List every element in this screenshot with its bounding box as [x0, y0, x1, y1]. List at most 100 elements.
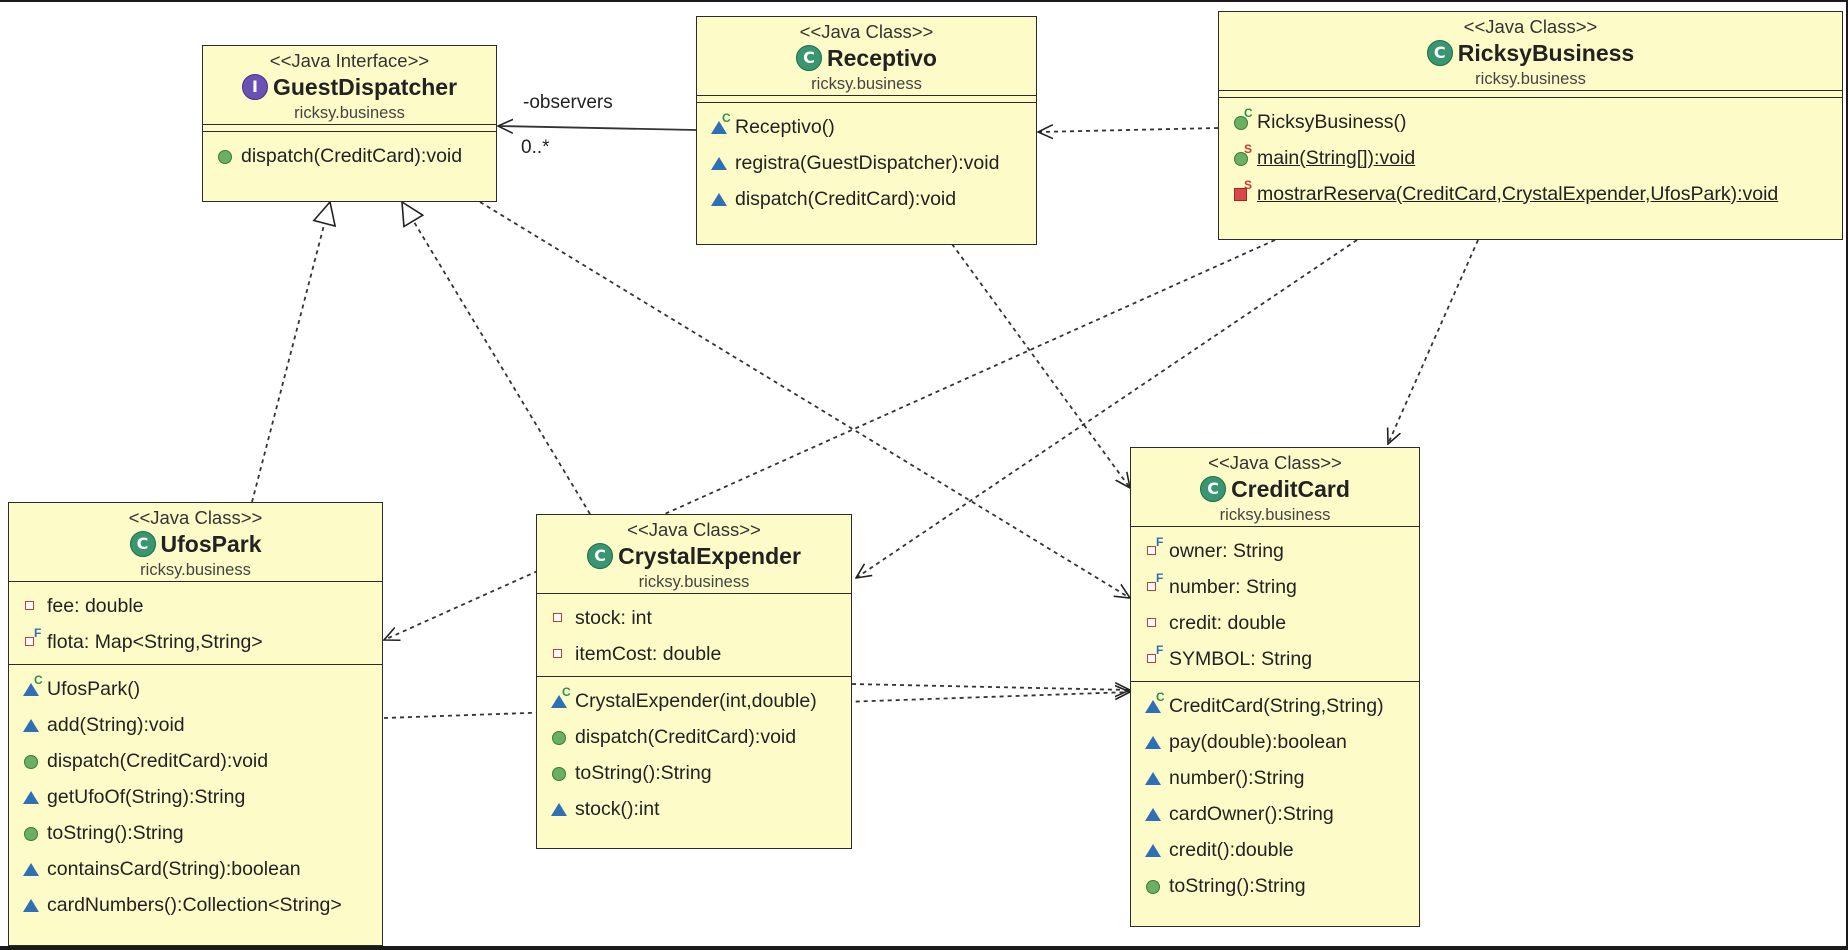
method-row[interactable]: stock():int	[537, 791, 851, 827]
method-row[interactable]: registra(GuestDispatcher):void	[697, 145, 1036, 181]
package-method-icon	[21, 896, 41, 914]
private-field-icon	[549, 609, 569, 627]
class-name: GuestDispatcher	[272, 74, 458, 100]
association-multiplicity-label: 0..*	[521, 137, 550, 158]
public-method-icon	[549, 728, 569, 746]
package-label: ricksy.business	[811, 75, 922, 93]
package-label: ricksy.business	[638, 573, 750, 591]
association-edge-receptivo-guestdispatcher	[498, 126, 697, 130]
class-name: UfosPark	[160, 531, 262, 557]
frame-top-border	[0, 0, 1848, 2]
method-row[interactable]: number():String	[1131, 760, 1419, 796]
class-name: Receptivo	[827, 45, 937, 71]
class-icon: C	[587, 543, 614, 569]
field-row[interactable]: itemCost: double	[537, 636, 851, 672]
interface-icon: I	[241, 74, 268, 100]
package-method-icon	[21, 788, 41, 806]
field-row[interactable]: stock: int	[537, 600, 851, 636]
package-method-icon	[709, 154, 729, 172]
class-icon: C	[796, 45, 823, 71]
final-field-icon: F	[1143, 536, 1163, 560]
method-row[interactable]: toString():String	[537, 755, 851, 791]
method-row[interactable]: dispatch(CreditCard):void	[203, 138, 496, 174]
frame-bottom-border	[0, 946, 1848, 950]
package-label: ricksy.business	[294, 104, 405, 122]
public-method-icon	[21, 752, 41, 770]
constructor-icon: C	[1231, 107, 1253, 131]
method-row[interactable]: cardOwner():String	[1131, 796, 1419, 832]
final-field-icon: F	[1143, 644, 1163, 668]
package-method-icon	[549, 800, 569, 818]
fields-section	[697, 95, 1036, 102]
method-row[interactable]: getUfoOf(String):String	[9, 779, 382, 815]
dependency-edge-guestdispatcher-creditcard	[479, 201, 1130, 598]
package-method-icon	[1143, 841, 1163, 859]
field-row[interactable]: fee: double	[9, 588, 382, 624]
fields-section	[203, 124, 496, 131]
method-row[interactable]: add(String):void	[9, 707, 382, 743]
stereotype-label: <<Java Class>>	[128, 507, 263, 528]
method-row[interactable]: containsCard(String):boolean	[9, 851, 382, 887]
constructor-icon: C	[21, 674, 43, 698]
method-row[interactable]: dispatch(CreditCard):void	[9, 743, 382, 779]
stereotype-label: <<Java Class>>	[1208, 452, 1342, 473]
public-method-icon	[215, 147, 235, 165]
public-method-icon	[549, 764, 569, 782]
class-icon: C	[1426, 40, 1453, 66]
constructor-icon: C	[549, 686, 571, 710]
fields-section: stock: int itemCost: double	[537, 593, 851, 676]
method-row[interactable]: toString():String	[9, 815, 382, 851]
fields-section	[1219, 90, 1842, 97]
class-name: CreditCard	[1231, 476, 1350, 502]
class-name: RicksyBusiness	[1457, 40, 1635, 66]
package-method-icon	[21, 860, 41, 878]
stereotype-label: <<Java Class>>	[799, 21, 934, 42]
stereotype-label: <<Java Class>>	[627, 519, 761, 540]
package-method-icon	[1143, 733, 1163, 751]
class-icon: C	[1200, 476, 1227, 502]
method-row[interactable]: toString():String	[1131, 868, 1419, 904]
package-method-icon	[1143, 769, 1163, 787]
dependency-edge-ricksy-creditcard	[1388, 239, 1479, 444]
constructor-icon: C	[1143, 691, 1165, 715]
method-row[interactable]: pay(double):boolean	[1131, 724, 1419, 760]
field-row[interactable]: credit: double	[1131, 605, 1419, 641]
static-method-icon: S	[1231, 143, 1252, 167]
class-name: CrystalExpender	[618, 543, 801, 569]
method-row[interactable]: dispatch(CreditCard):void	[697, 181, 1036, 217]
association-role-label: -observers	[523, 92, 613, 113]
methods-section: dispatch(CreditCard):void	[203, 131, 496, 178]
method-row[interactable]: cardNumbers():Collection<String>	[9, 887, 382, 923]
dependency-edge-ricksy-receptivo	[1038, 128, 1219, 132]
dependency-edge-crystalexpender-creditcard	[851, 684, 1130, 690]
stereotype-label: <<Java Interface>>	[269, 50, 430, 71]
realization-edge-crystalexpender	[402, 202, 591, 515]
package-method-icon	[1143, 805, 1163, 823]
method-row[interactable]: dispatch(CreditCard):void	[537, 719, 851, 755]
method-row[interactable]: credit():double	[1131, 832, 1419, 868]
dependency-edge-receptivo-creditcard	[951, 243, 1130, 488]
